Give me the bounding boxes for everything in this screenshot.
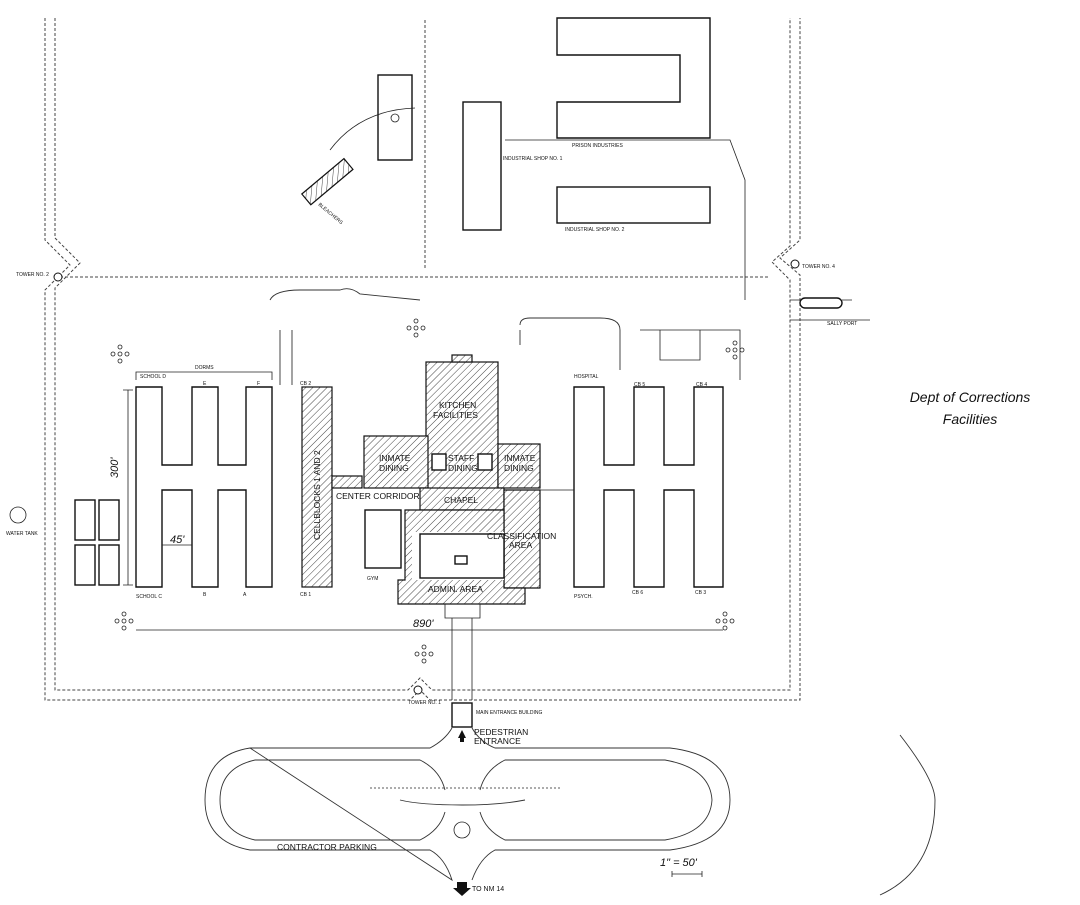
- dimension-890: 890': [136, 618, 723, 631]
- contractor-parking-lot: CONTRACTOR PARKING: [204, 727, 936, 896]
- staff-dining-2: DINING: [448, 463, 478, 473]
- industrial-shop-1: INDUSTRIAL SHOP NO. 1: [462, 101, 563, 231]
- scale-bar: 1" = 50': [660, 857, 703, 877]
- walkways: [269, 288, 621, 385]
- cellblocks-1-2: CB 2 CB 1 CELLBLOCKS 1 AND 2: [300, 381, 333, 598]
- pedestrian-label-2: ENTRANCE: [474, 736, 521, 746]
- tower-1-label: TOWER NO. 1: [408, 700, 441, 706]
- dorm-a-label: A: [243, 592, 247, 598]
- main-entrance-building: MAIN ENTRANCE BUILDING: [451, 702, 543, 728]
- industrial-shop-1-label: INDUSTRIAL SHOP NO. 1: [503, 156, 563, 162]
- cb4-label: CB 4: [696, 382, 707, 388]
- gym-label: GYM: [367, 576, 378, 582]
- hospital-label: HOSPITAL: [574, 374, 599, 380]
- kitchen-label-1: KITCHEN: [439, 400, 476, 410]
- ball-field: [329, 74, 416, 161]
- tower-2-label: TOWER NO. 2: [16, 272, 49, 278]
- water-tank-label: WATER TANK: [6, 531, 38, 537]
- cellblocks-label: CELLBLOCKS 1 AND 2: [312, 450, 322, 540]
- inmate-dining-left-2: DINING: [379, 463, 409, 473]
- cb3-label: CB 3: [695, 590, 706, 596]
- main-entrance-label: MAIN ENTRANCE BUILDING: [476, 710, 543, 716]
- pedestrian-entrance: PEDESTRIAN ENTRANCE: [458, 727, 528, 746]
- school-d-label: SCHOOL D: [140, 374, 166, 380]
- tower-4-label: TOWER NO. 4: [802, 264, 835, 270]
- prison-industries-label: PRISON INDUSTRIES: [572, 143, 624, 149]
- classification-label-2: AREA: [509, 540, 532, 550]
- kitchen-label-2: FACILITIES: [433, 410, 478, 420]
- chapel-label: CHAPEL: [444, 495, 478, 505]
- title-line-1: Dept of Corrections: [910, 389, 1031, 405]
- dimension-300: 300': [109, 389, 133, 586]
- pedestrian-label-1: PEDESTRIAN: [474, 727, 528, 737]
- sally-port-label: SALLY PORT: [827, 321, 857, 327]
- central-core: KITCHEN FACILITIES INMATE DINING STAFF D…: [331, 354, 556, 700]
- to-nm14-label: TO NM 14: [472, 886, 504, 893]
- dorms-label: DORMS: [195, 365, 214, 371]
- dorm-e-label: E: [203, 381, 207, 387]
- tower-2: TOWER NO. 2: [16, 272, 63, 282]
- cb5-label: CB 5: [634, 382, 645, 388]
- sally-port: SALLY PORT: [790, 297, 870, 327]
- inmate-dining-left-1: INMATE: [379, 453, 411, 463]
- title-line-2: Facilities: [943, 411, 997, 427]
- inmate-dining-right-1: INMATE: [504, 453, 536, 463]
- school-c-label: SCHOOL C: [136, 594, 162, 600]
- map-title: Dept of Corrections Facilities: [910, 389, 1031, 427]
- water-tank: WATER TANK: [6, 506, 38, 537]
- dorm-b-label: B: [203, 592, 207, 598]
- west-housing: SCHOOL D DORMS E F SCHOOL C B A: [74, 365, 273, 600]
- bleachers-label: BLEACHERS: [317, 202, 345, 226]
- inmate-dining-right-2: DINING: [504, 463, 534, 473]
- light-poles: [110, 318, 745, 664]
- center-corridor-label: CENTER CORRIDOR: [336, 491, 420, 501]
- staff-dining-1: STAFF: [448, 453, 474, 463]
- east-housing: HOSPITAL PSYCH. CB 6 CB 3 CB 5 CB 4: [540, 329, 741, 600]
- contractor-parking-label: CONTRACTOR PARKING: [277, 842, 377, 852]
- industrial-shop-2-label: INDUSTRIAL SHOP NO. 2: [565, 227, 625, 233]
- industrial-shop-2: INDUSTRIAL SHOP NO. 2: [556, 186, 711, 233]
- prison-industries: PRISON INDUSTRIES: [505, 17, 746, 300]
- cb1-label: CB 1: [300, 592, 311, 598]
- dimension-45: 45': [162, 534, 192, 546]
- dim-890-label: 890': [413, 618, 434, 630]
- tower-4: TOWER NO. 4: [790, 259, 835, 270]
- to-nm14: TO NM 14: [453, 882, 504, 896]
- dim-45-label: 45': [170, 534, 185, 546]
- dim-300-label: 300': [109, 457, 121, 478]
- tower-1: TOWER NO. 1: [408, 685, 441, 706]
- cb2-label: CB 2: [300, 381, 311, 387]
- dorm-f-label: F: [257, 381, 260, 387]
- psych-label: PSYCH.: [574, 594, 593, 600]
- cb6-label: CB 6: [632, 590, 643, 596]
- classification-label-1: CLASSIFICATION: [487, 531, 556, 541]
- bleachers: BLEACHERS: [300, 157, 354, 226]
- admin-area-label: ADMIN. AREA: [428, 584, 483, 594]
- scale-label: 1" = 50': [660, 857, 698, 869]
